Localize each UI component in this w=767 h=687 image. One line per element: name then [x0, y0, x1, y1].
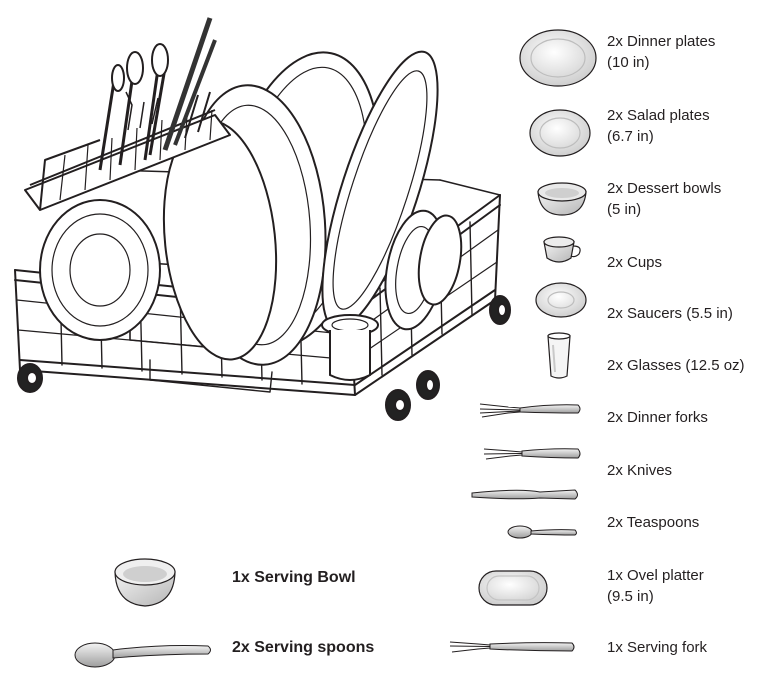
label-line: (5 in) [607, 201, 642, 218]
glass-icon [547, 332, 571, 379]
label-oval-platter: 1x Ovel platter (9.5 in) [607, 565, 704, 607]
label-line: (6.7 in) [607, 128, 654, 145]
serving-bowl-icon [114, 558, 176, 607]
label-salad-plates: 2x Salad plates (6.7 in) [607, 105, 710, 147]
knife-blade-icon [471, 489, 578, 500]
cutlery-basket [24, 17, 231, 211]
label-serving-bowl: 1x Serving Bowl [232, 569, 356, 586]
dessert-bowl-icon [537, 182, 587, 216]
label-dinner-forks: 2x Dinner forks [607, 409, 708, 426]
rack-wheel [489, 295, 511, 325]
rack-plates [39, 50, 463, 381]
label-line: (9.5 in) [607, 588, 654, 605]
label-line: 2x Salad plates [607, 107, 710, 124]
serving-fork-icon [449, 641, 575, 653]
label-serving-spoons: 2x Serving spoons [232, 639, 375, 656]
dinner-plate-icon [519, 29, 597, 87]
label-line: (10 in) [607, 54, 650, 71]
label-glasses: 2x Glasses (12.5 oz) [607, 357, 745, 374]
rack-wheel [385, 389, 411, 421]
rack-wheel [17, 363, 43, 393]
salad-plate-icon [529, 109, 591, 157]
serving-spoon-icon [74, 642, 211, 668]
label-saucers: 2x Saucers (5.5 in) [607, 305, 733, 322]
saucer-icon [535, 282, 587, 318]
label-teaspoons: 2x Teaspoons [607, 514, 700, 531]
label-line: 1x Ovel platter [607, 567, 704, 584]
label-dinner-plates: 2x Dinner plates (10 in) [607, 31, 715, 73]
oval-platter-icon [478, 570, 548, 606]
label-serving-fork: 1x Serving fork [607, 639, 708, 656]
label-knives: 2x Knives [607, 462, 673, 479]
rack-wheel [416, 370, 440, 400]
knife-icon [483, 448, 581, 460]
cup-icon [543, 236, 581, 263]
label-line: 2x Dinner plates [607, 33, 716, 50]
label-cups: 2x Cups [607, 254, 663, 271]
teaspoon-icon [507, 525, 577, 539]
label-dessert-bowls: 2x Dessert bowls (5 in) [607, 178, 721, 220]
dinner-fork-icon [479, 403, 581, 418]
label-line: 2x Dessert bowls [607, 180, 722, 197]
